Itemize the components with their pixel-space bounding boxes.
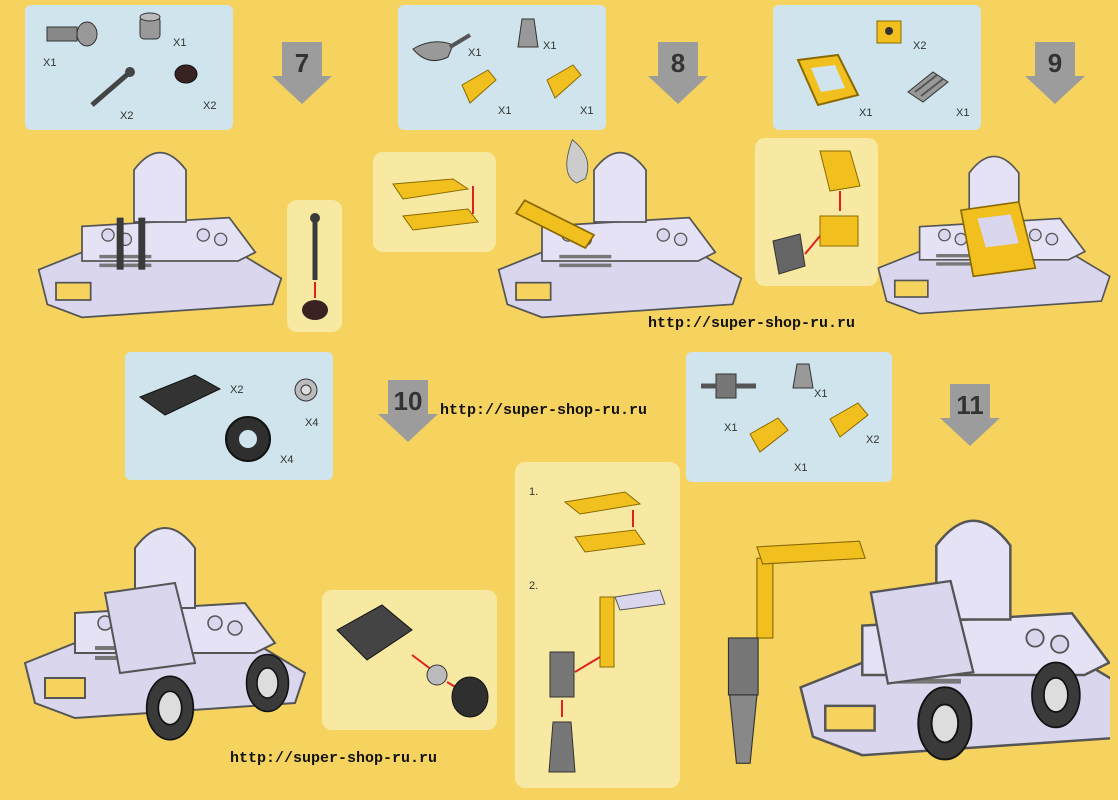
step-7-arrow: 7	[272, 40, 332, 104]
model-step-8	[490, 138, 750, 340]
parts-panel-step-11: X1 X1 X1 X2	[686, 352, 892, 482]
part-quantity: X2	[203, 100, 217, 112]
part-quantity: X1	[724, 422, 738, 434]
part-quantity: X1	[859, 107, 873, 119]
step-8-arrow: 8	[648, 40, 708, 104]
parts-panel-step-7: X1 X1 X2 X2	[25, 5, 233, 130]
front-assembly-icon	[772, 150, 861, 275]
down-arrow-icon	[272, 42, 332, 104]
down-arrow-icon	[940, 384, 1000, 446]
part-quantity: X1	[43, 57, 57, 69]
round-brick-icon	[139, 12, 161, 40]
brick-icon	[46, 21, 98, 47]
part-quantity: X1	[814, 388, 828, 400]
windscreen-icon	[796, 53, 860, 107]
shop-url[interactable]: http://super-shop-ru.ru	[230, 750, 438, 767]
part-quantity: X2	[866, 434, 880, 446]
shovel-icon	[412, 33, 472, 62]
substep-label: 1.	[529, 486, 539, 498]
rim-icon	[294, 378, 318, 402]
substep-label: 2.	[529, 580, 539, 592]
down-arrow-icon	[648, 42, 708, 104]
model-step-7	[30, 130, 290, 340]
subassembly-step-10	[322, 590, 497, 730]
part-quantity: X2	[913, 40, 927, 52]
wheel-assembly-icon	[336, 604, 489, 718]
step-9-arrow: 9	[1025, 40, 1085, 104]
step-number: 9	[1047, 48, 1063, 78]
subassembly-step-9	[755, 138, 878, 286]
yellow-brick-icon	[876, 20, 902, 44]
part-quantity: X1	[543, 40, 557, 52]
subassembly-step-8	[373, 152, 496, 252]
down-arrow-icon	[1025, 42, 1085, 104]
hinge-plate-icon	[546, 64, 582, 99]
hinge-plate-icon	[829, 402, 869, 438]
part-quantity: X2	[120, 110, 134, 122]
model-step-10	[15, 488, 315, 741]
part-quantity: X1	[498, 105, 512, 117]
subassembly-step-11: 1. 2.	[515, 462, 680, 788]
down-arrow-icon	[378, 380, 438, 442]
shop-url[interactable]: http://super-shop-ru.ru	[440, 402, 648, 419]
part-quantity: X4	[305, 417, 319, 429]
subassembly-step-7	[287, 200, 342, 332]
step-10-arrow: 10	[378, 378, 438, 442]
step-number: 8	[670, 48, 686, 78]
wheel-holder-icon	[138, 374, 222, 416]
part-quantity: X1	[580, 105, 594, 117]
part-quantity: X1	[468, 47, 482, 59]
parts-panel-step-8: X1 X1 X1 X1	[398, 5, 606, 130]
step-11-arrow: 11	[940, 382, 1000, 446]
tyre-icon	[225, 416, 271, 462]
part-quantity: X2	[230, 384, 244, 396]
cone-icon	[792, 363, 814, 389]
hinge-plate-icon	[749, 417, 789, 453]
shop-url[interactable]: http://super-shop-ru.ru	[648, 315, 856, 332]
lever-icon	[90, 67, 135, 107]
model-step-9	[870, 130, 1118, 340]
arm-assembly-icon	[548, 491, 666, 773]
lever-assembly-icon	[302, 213, 328, 320]
parts-panel-step-10: X2 X4 X4	[125, 352, 333, 480]
cone-icon	[517, 18, 539, 48]
connector-icon	[701, 373, 756, 399]
hinge-plate-icon	[461, 69, 497, 104]
part-quantity: X1	[173, 37, 187, 49]
grille-tile-icon	[907, 71, 949, 103]
hinge-assembly-icon	[392, 178, 479, 231]
step-number: 10	[393, 386, 423, 416]
step-number: 11	[956, 390, 984, 420]
step-number: 7	[294, 48, 310, 78]
part-quantity: X4	[280, 454, 294, 466]
round-plate-icon	[174, 64, 198, 84]
parts-panel-step-9: X2 X1 X1	[773, 5, 981, 130]
model-step-11	[727, 488, 1110, 764]
part-quantity: X1	[794, 462, 808, 474]
part-quantity: X1	[956, 107, 970, 119]
